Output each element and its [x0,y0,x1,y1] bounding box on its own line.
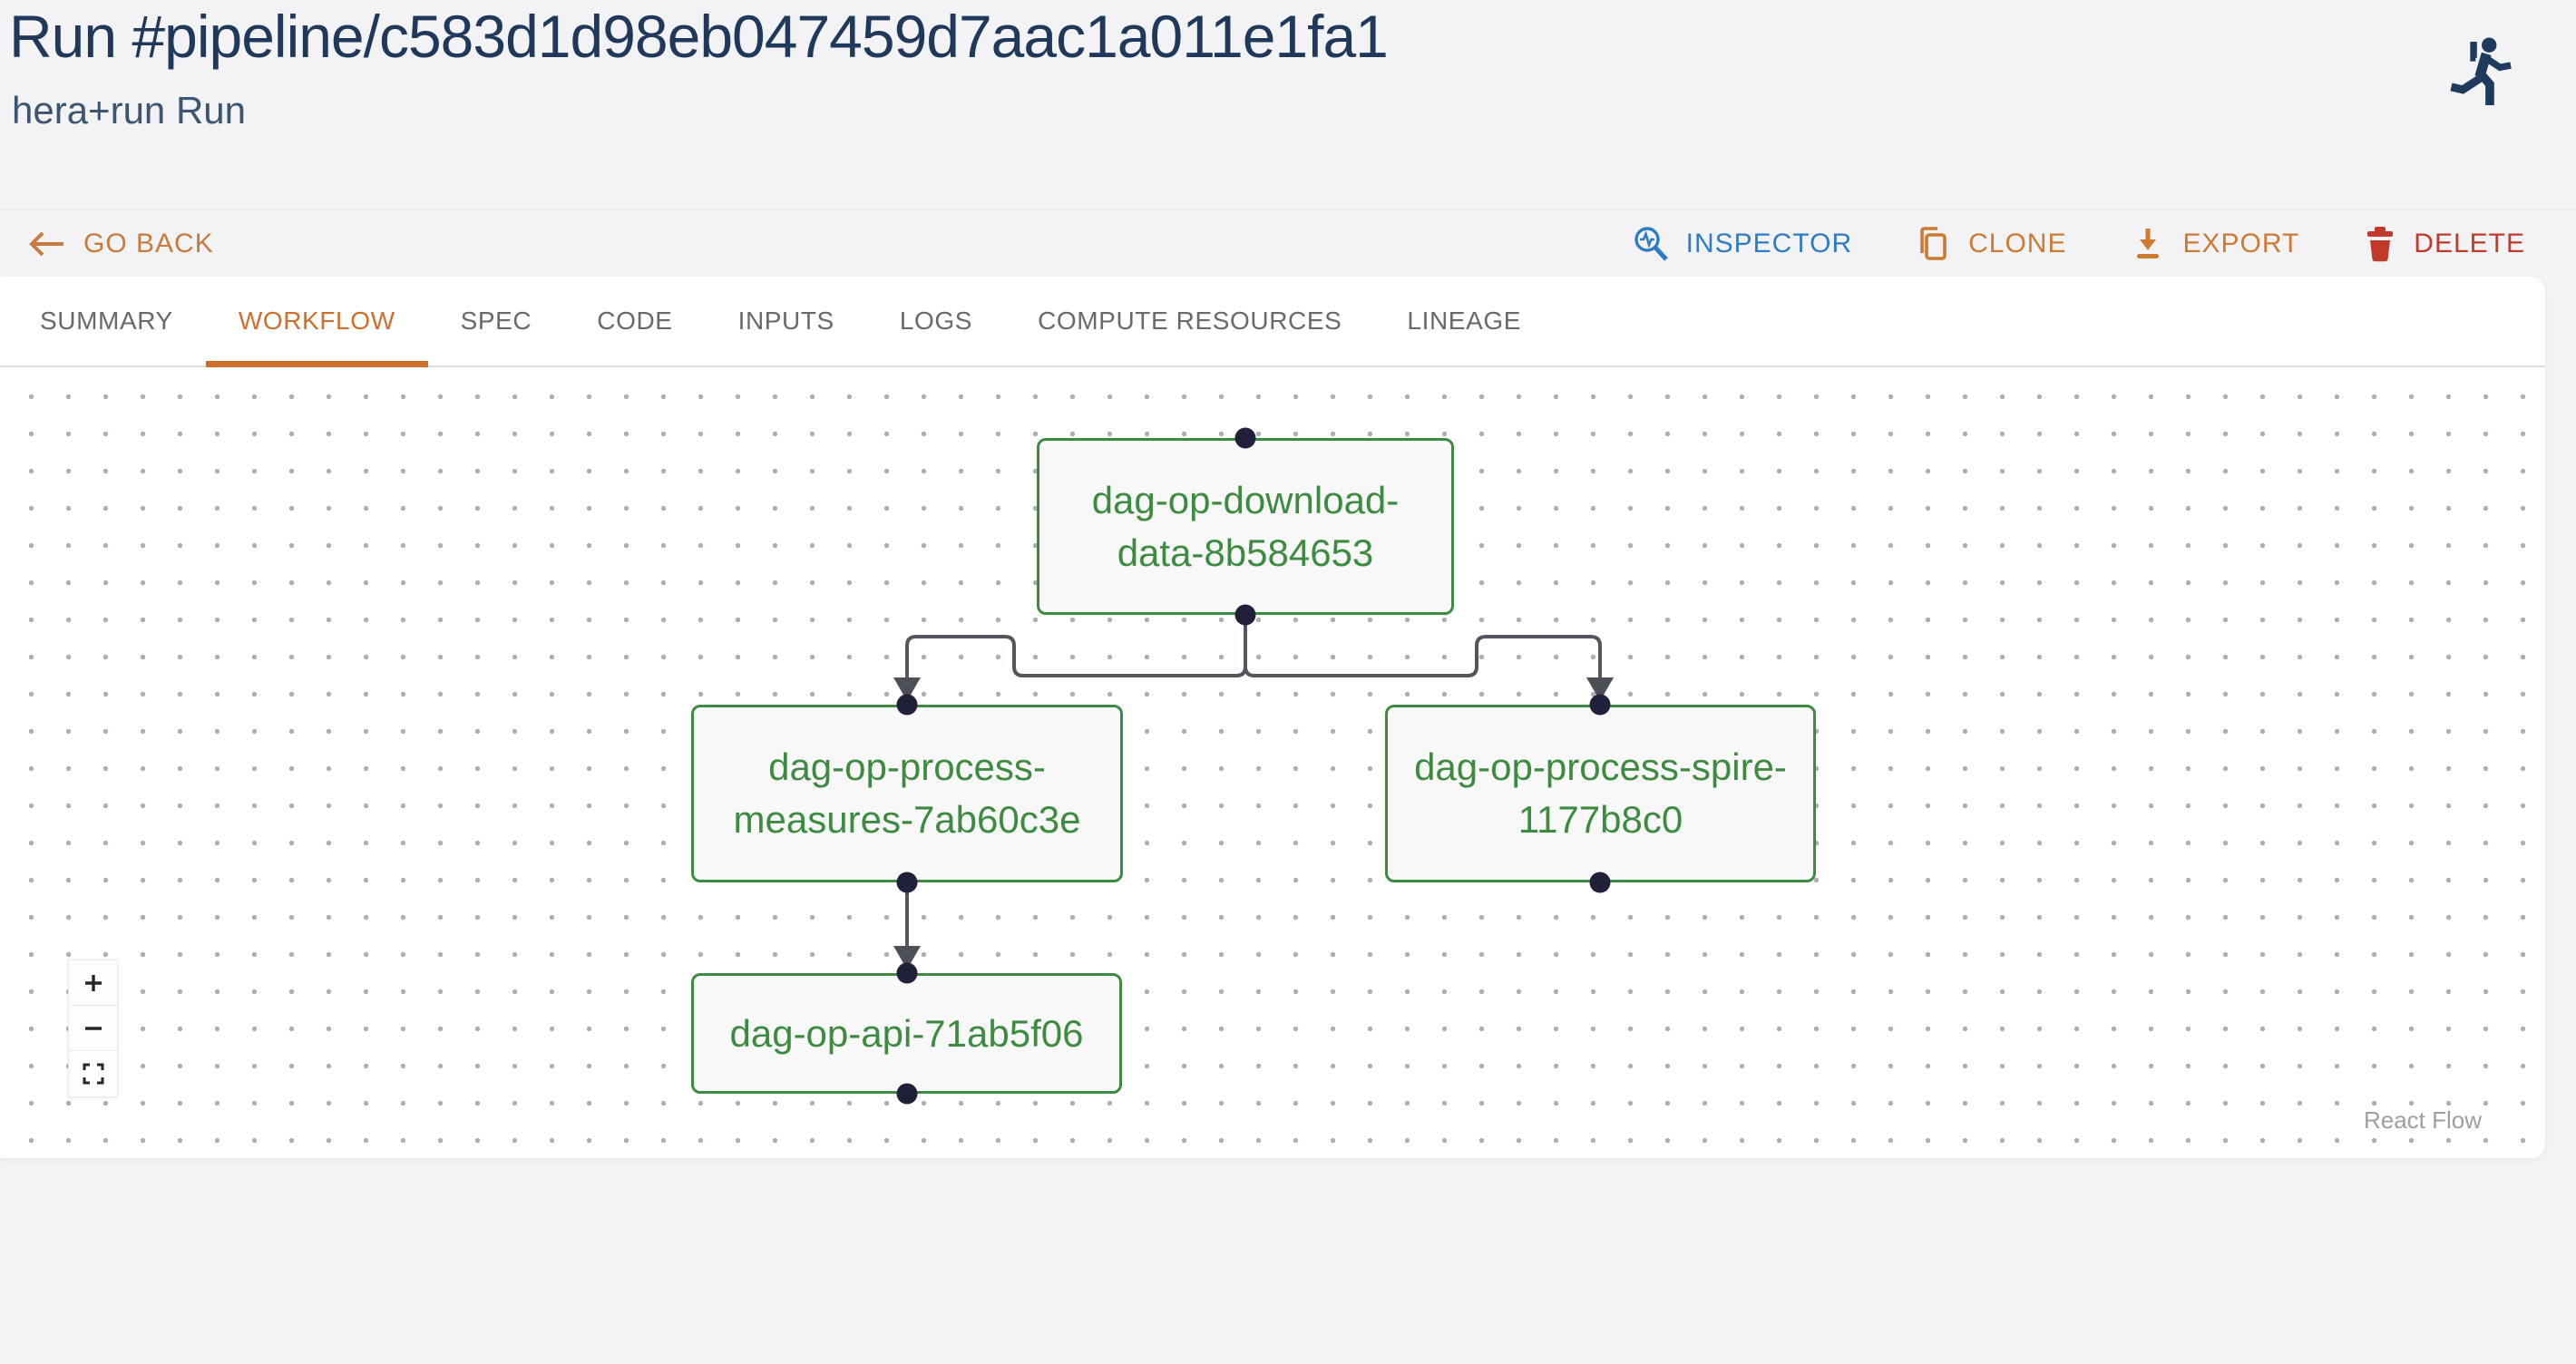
workflow-node[interactable]: dag-op-process- measures-7ab60c3e [691,705,1123,882]
clone-label: CLONE [1968,228,2067,258]
tab-summary[interactable]: SUMMARY [40,307,173,335]
export-label: EXPORT [2182,228,2300,258]
export-button[interactable]: EXPORT [2130,225,2299,263]
node-handle-top [896,962,918,984]
node-handle-bottom [896,872,918,893]
workflow-canvas[interactable]: dag-op-download- data-8b584653 dag-op-pr… [0,367,2545,1156]
node-handle-top [896,694,918,716]
download-icon [2137,228,2160,258]
arrow-left-icon [29,231,63,256]
workflow-node[interactable]: dag-op-download- data-8b584653 [1037,438,1454,615]
flow-controls [68,960,118,1097]
minus-icon [84,1026,102,1030]
tab-spec[interactable]: SPEC [460,307,532,335]
zoom-in-button[interactable] [69,960,117,1006]
tab-logs[interactable]: LOGS [899,307,973,335]
workflow-edge [905,615,1247,677]
delete-label: DELETE [2414,228,2525,258]
workflow-edge [1244,615,1602,677]
tab-workflow[interactable]: WORKFLOW [205,277,428,367]
tab-compute-resources[interactable]: COMPUTE RESOURCES [1038,307,1342,335]
fit-view-button[interactable] [69,1051,117,1096]
copy-icon [1920,226,1947,260]
inspector-search-icon [1634,226,1668,261]
node-handle-top [1589,694,1611,716]
tab-inputs[interactable]: INPUTS [737,307,834,335]
delete-button[interactable]: DELETE [2363,225,2525,263]
workflow-node[interactable]: dag-op-process-spire- 1177b8c0 [1385,705,1816,882]
clone-button[interactable]: CLONE [1916,225,2066,263]
page-subtitle: hera+run Run [12,89,247,132]
workflow-node[interactable]: dag-op-api-71ab5f06 [691,973,1122,1094]
go-back-label: GO BACK [83,228,214,258]
zoom-out-button[interactable] [69,1006,117,1051]
node-handle-bottom [1234,604,1256,626]
go-back-button[interactable]: GO BACK [25,229,214,259]
person-running-icon [2450,37,2512,106]
inspector-button[interactable]: INSPECTOR [1632,225,1852,263]
react-flow-attribution[interactable]: React Flow [2363,1106,2482,1134]
node-handle-bottom [896,1083,918,1105]
tab-bar: SUMMARY WORKFLOW SPEC CODE INPUTS LOGS C… [0,277,2545,367]
inspector-label: INSPECTOR [1685,228,1853,258]
run-detail-panel: SUMMARY WORKFLOW SPEC CODE INPUTS LOGS C… [0,277,2545,1158]
action-toolbar: GO BACK INSPECTOR CLONE [0,209,2576,277]
node-handle-bottom [1589,872,1611,893]
tab-code[interactable]: CODE [597,307,673,335]
plus-icon [84,974,102,991]
node-handle-top [1234,427,1256,449]
page-title: Run #pipeline/c583d1d98eb047459d7aac1a01… [9,3,1389,70]
fit-view-icon [83,1063,103,1085]
tab-lineage[interactable]: LINEAGE [1407,307,1522,335]
trash-icon [2367,226,2394,261]
